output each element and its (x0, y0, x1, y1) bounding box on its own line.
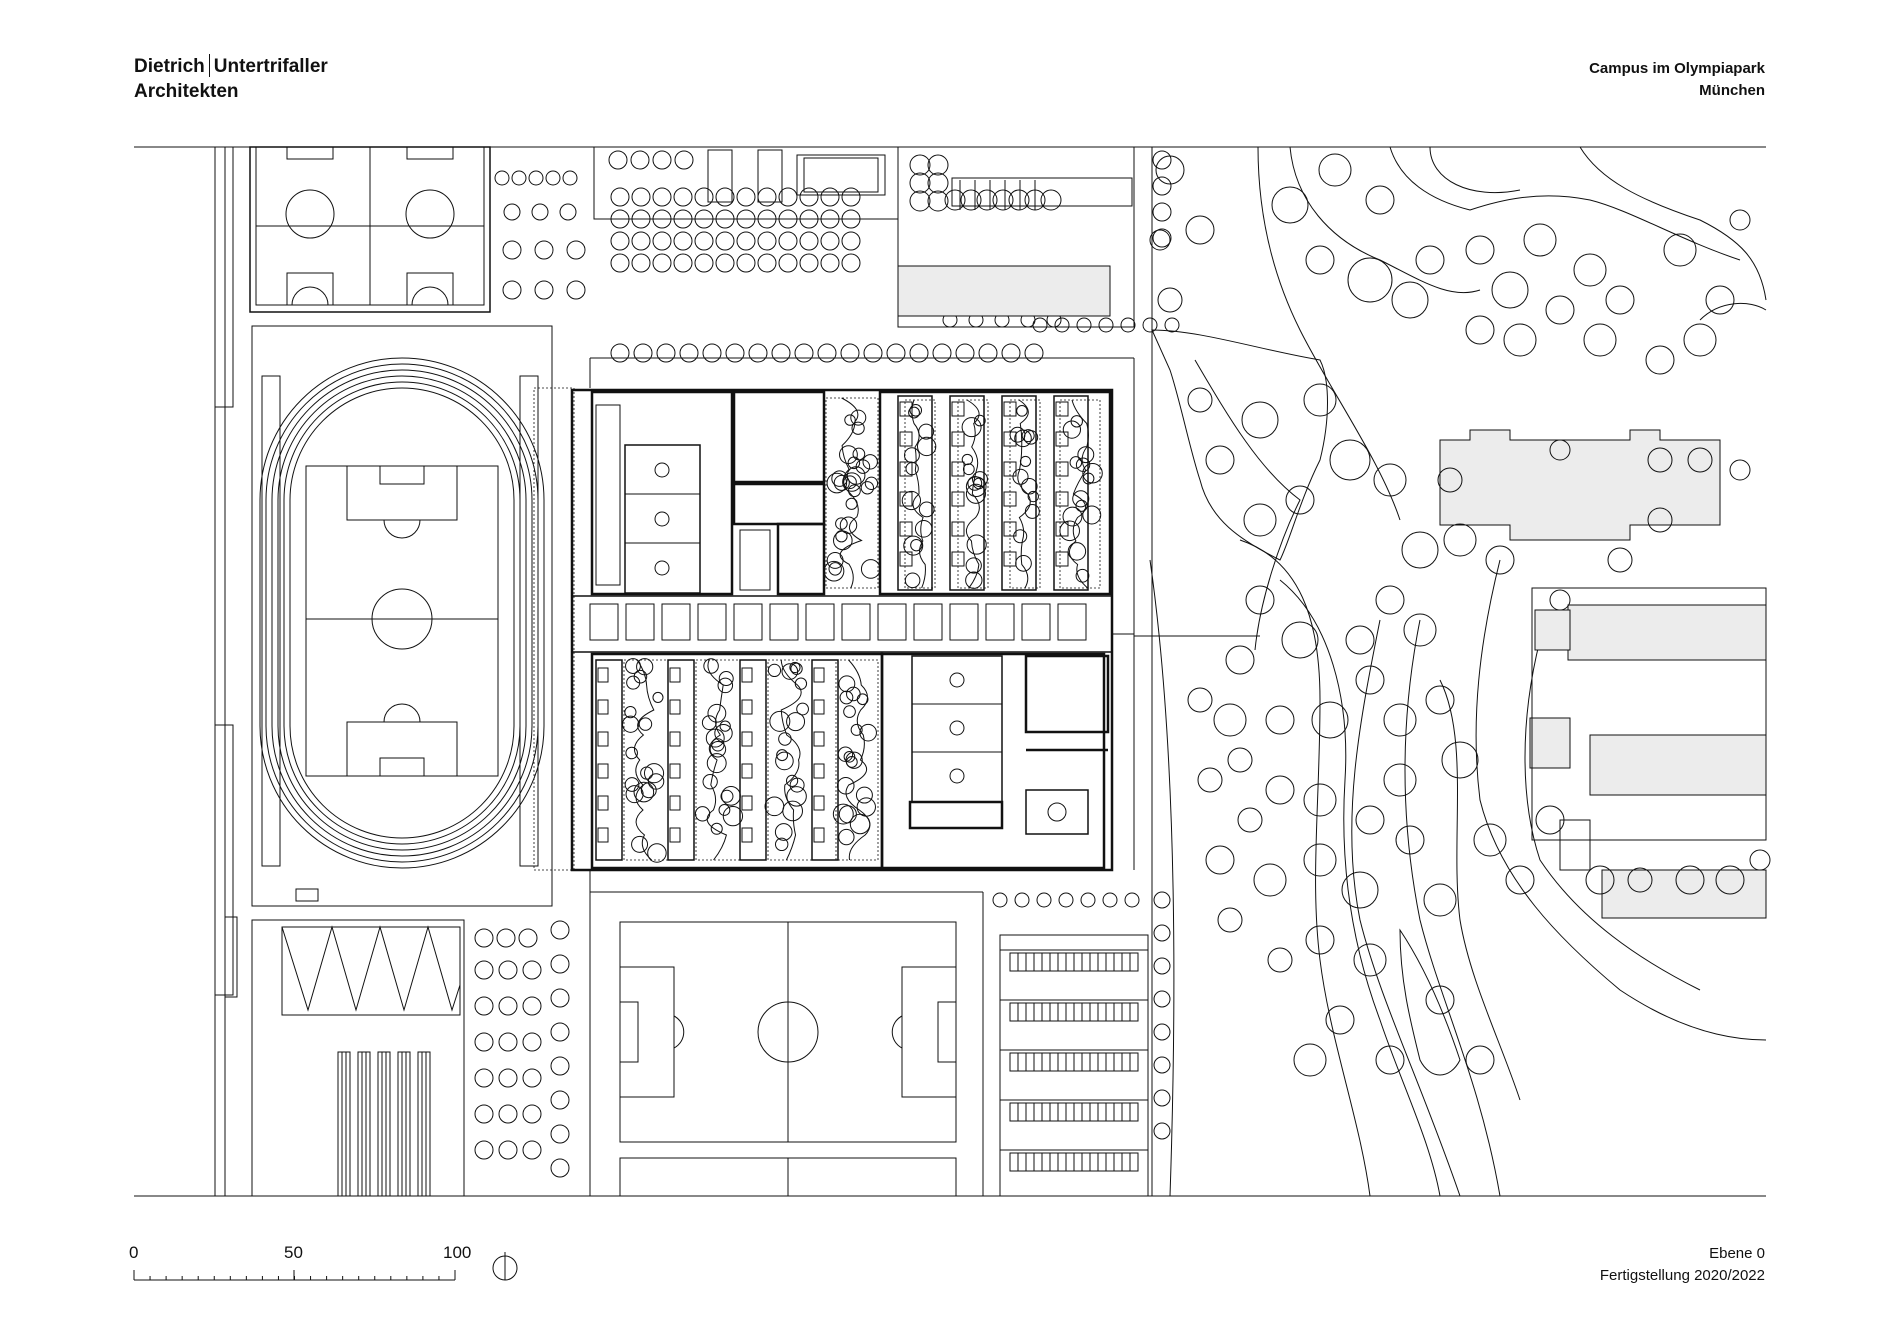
project-city: München (1699, 82, 1765, 99)
scale-label-50: 50 (284, 1243, 303, 1262)
level-label: Ebene 0 (1709, 1245, 1765, 1262)
athletics-area (214, 146, 553, 1197)
running-track (251, 325, 553, 907)
scale-bar (133, 1270, 456, 1281)
football-fields (589, 870, 984, 1197)
firm-name: Dietrich Untertrifaller Architekten (134, 54, 328, 104)
project-title: Campus im Olympiapark (1589, 60, 1765, 77)
courtyard-gardens (622, 397, 1103, 863)
level-info: Ebene 0 Fertigstellung 2020/2022 (1600, 1243, 1765, 1287)
scale-label-0: 0 (129, 1243, 139, 1262)
school-building (533, 357, 1135, 872)
parking-area (999, 934, 1149, 1197)
scale-label-100: 100 (443, 1243, 472, 1262)
firm-name-untertrifaller: Untertrifaller (213, 56, 328, 77)
olympiapark-paths (1149, 146, 1767, 1197)
basketball-courts (249, 146, 491, 313)
firm-name-architekten: Architekten (134, 81, 239, 102)
north-arrow-icon (492, 1252, 518, 1281)
park-trees (1149, 153, 1771, 1077)
completion-label: Fertigstellung 2020/2022 (1599, 1267, 1765, 1284)
small-fields-top (593, 146, 1135, 328)
project-info: Campus im Olympiapark München (1589, 58, 1765, 102)
firm-name-separator (208, 54, 210, 77)
firm-name-dietrich: Dietrich (134, 56, 205, 77)
jump-facilities (251, 919, 465, 1197)
buildings-east (1439, 429, 1767, 919)
